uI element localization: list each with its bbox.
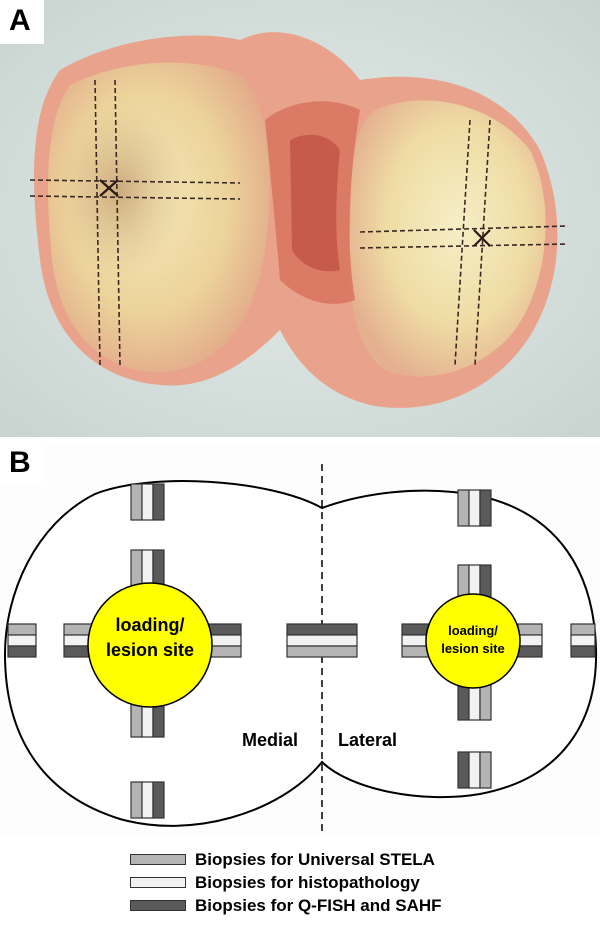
vertical-biopsy-bar	[468, 683, 481, 721]
horizontal-biopsy-bar	[7, 623, 37, 636]
vertical-biopsy-bar	[141, 781, 154, 819]
vertical-biopsy-bar	[479, 751, 492, 789]
legend-item-qfish-sahf: Biopsies for Q-FISH and SAHF	[130, 894, 442, 917]
horizontal-biopsy-bar	[570, 634, 596, 647]
lateral-center-mark	[473, 229, 491, 247]
horizontal-biopsy-bar	[517, 623, 543, 636]
medial-marking-lines	[29, 79, 241, 366]
horizontal-biopsy-bar	[401, 623, 431, 636]
medial-lesion-area	[55, 105, 185, 275]
vertical-biopsy-bar	[141, 549, 154, 587]
horizontal-biopsy-groups	[7, 623, 596, 658]
horizontal-biopsy-bar	[286, 645, 358, 658]
horizontal-biopsy-bar	[7, 645, 37, 658]
vertical-biopsy-bar	[468, 751, 481, 789]
vertical-biopsy-bar	[152, 781, 165, 819]
vertical-biopsy-bar	[479, 683, 492, 721]
horizontal-biopsy-bar	[208, 634, 242, 647]
horizontal-biopsy-bar	[7, 634, 37, 647]
medial-lesion-site-circle	[87, 582, 213, 708]
vertical-biopsy-bar	[457, 751, 470, 789]
horizontal-biopsy-bar	[517, 645, 543, 658]
lateral-lesion-site-circle	[425, 593, 521, 689]
legend-swatch-stela	[130, 854, 186, 865]
legend-swatch-qfish-sahf	[130, 900, 186, 911]
medial-lesion-site-label-line1: loading/	[116, 615, 185, 635]
lateral-marking-lines	[359, 119, 569, 366]
panel-a-label-box	[0, 0, 44, 44]
vertical-biopsy-bar	[457, 489, 470, 527]
vertical-biopsy-bar	[130, 483, 143, 521]
vertical-biopsy-bar	[152, 483, 165, 521]
legend-item-histopathology: Biopsies for histopathology	[130, 871, 442, 894]
legend-item-stela: Biopsies for Universal STELA	[130, 848, 442, 871]
biopsy-schematic: loading/ lesion site loading/ lesion sit…	[0, 444, 600, 836]
biopsy-schematic-svg: loading/ lesion site loading/ lesion sit…	[0, 444, 600, 836]
vertical-biopsy-bar	[130, 549, 143, 587]
legend-label-qfish-sahf: Biopsies for Q-FISH and SAHF	[195, 895, 442, 915]
vertical-biopsy-bar	[152, 549, 165, 587]
lateral-label: Lateral	[338, 730, 398, 750]
legend-label-histopathology: Biopsies for histopathology	[195, 872, 420, 892]
legend-swatch-histopathology	[130, 877, 186, 888]
lateral-lesion-site-label-line1: loading/	[448, 623, 498, 638]
panel-a-label: A	[9, 4, 31, 37]
vertical-biopsy-groups	[130, 483, 492, 819]
horizontal-biopsy-bar	[208, 623, 242, 636]
horizontal-biopsy-bar	[208, 645, 242, 658]
horizontal-biopsy-bar	[517, 634, 543, 647]
tibial-plateau-photo: A	[0, 0, 600, 437]
vertical-biopsy-bar	[141, 483, 154, 521]
tibial-plateau-photo-svg	[0, 0, 600, 437]
central-tissue-dark	[290, 134, 340, 272]
panel-b-label-box	[0, 444, 44, 484]
medial-center-mark	[99, 179, 119, 197]
horizontal-biopsy-bar	[570, 645, 596, 658]
vertical-biopsy-bar	[130, 781, 143, 819]
lateral-condyle	[348, 100, 546, 377]
horizontal-biopsy-bar	[286, 623, 358, 636]
horizontal-biopsy-bar	[286, 634, 358, 647]
lateral-lesion-site-label-line2: lesion site	[441, 641, 505, 656]
vertical-biopsy-bar	[457, 683, 470, 721]
horizontal-biopsy-bar	[63, 623, 93, 636]
legend: Biopsies for Universal STELA Biopsies fo…	[130, 848, 442, 917]
horizontal-biopsy-bar	[570, 623, 596, 636]
vertical-biopsy-bar	[479, 489, 492, 527]
panel-b-label: B	[9, 446, 31, 479]
medial-lesion-site-label-line2: lesion site	[106, 640, 194, 660]
medial-label: Medial	[242, 730, 299, 750]
vertical-biopsy-bar	[468, 489, 481, 527]
legend-label-stela: Biopsies for Universal STELA	[195, 849, 435, 869]
